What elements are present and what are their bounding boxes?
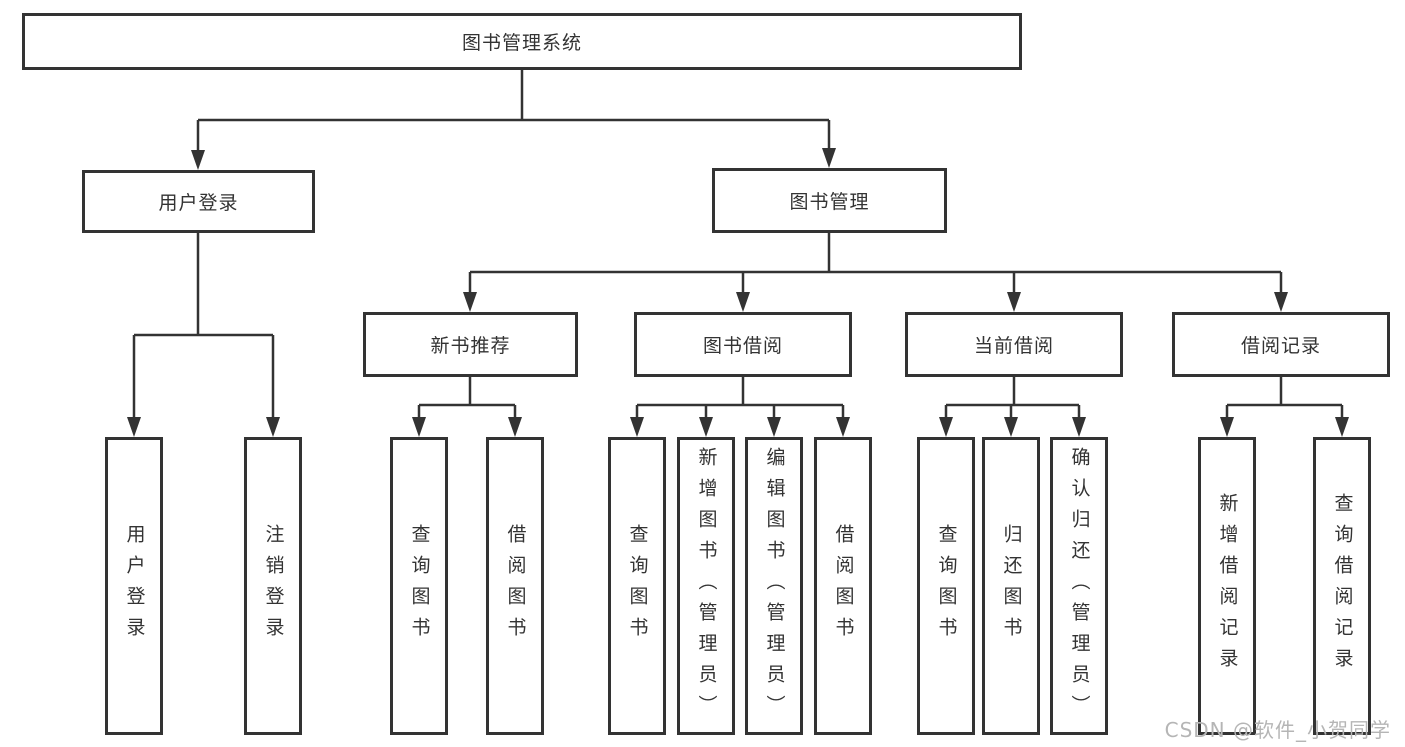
leaf-recommend-borrow-books: 借阅图书 (486, 437, 544, 735)
arrowhead (836, 417, 850, 437)
node-root-label: 图书管理系统 (461, 32, 582, 54)
leaf-return-books: 归还图书 (982, 437, 1040, 735)
leaf-edit-books-admin-label: 编辑图书（管理员） (763, 446, 786, 726)
leaf-user-login-label: 用户登录 (123, 524, 146, 648)
arrowhead (1274, 292, 1288, 312)
node-book-management: 图书管理 (712, 168, 947, 233)
node-book-borrow-label: 图书借阅 (702, 335, 783, 357)
leaf-recommend-query-books-label: 查询图书 (408, 524, 431, 648)
arrowhead (1335, 417, 1349, 437)
leaf-recommend-borrow-books-label: 借阅图书 (504, 524, 527, 648)
node-current-borrow: 当前借阅 (905, 312, 1123, 377)
arrowheads (127, 148, 1349, 437)
connector-path (132, 70, 1344, 419)
node-current-borrow-label: 当前借阅 (973, 335, 1054, 357)
leaf-logout-login-label: 注销登录 (262, 524, 285, 648)
arrowhead (630, 417, 644, 437)
arrowhead (767, 417, 781, 437)
csdn-watermark: CSDN @软件_小贺同学 (1164, 718, 1391, 742)
leaf-borrow-query-books: 查询图书 (608, 437, 666, 735)
leaf-edit-books-admin: 编辑图书（管理员） (745, 437, 803, 735)
leaf-current-query-books-label: 查询图书 (935, 524, 958, 648)
arrowhead (1007, 292, 1021, 312)
node-new-book-recommend: 新书推荐 (363, 312, 578, 377)
arrowhead (699, 417, 713, 437)
leaf-recommend-query-books: 查询图书 (390, 437, 448, 735)
arrowhead (939, 417, 953, 437)
leaf-borrow-books: 借阅图书 (814, 437, 872, 735)
leaf-user-login: 用户登录 (105, 437, 163, 735)
arrowhead (736, 292, 750, 312)
leaf-confirm-return-admin-label: 确认归还（管理员） (1068, 446, 1091, 726)
arrowhead (463, 292, 477, 312)
arrowhead (508, 417, 522, 437)
node-user-login: 用户登录 (82, 170, 315, 233)
leaf-borrow-query-books-label: 查询图书 (626, 524, 649, 648)
leaf-add-borrow-record: 新增借阅记录 (1198, 437, 1256, 735)
leaf-current-query-books: 查询图书 (917, 437, 975, 735)
arrowhead (266, 417, 280, 437)
arrowhead (412, 417, 426, 437)
node-user-login-label: 用户登录 (158, 192, 239, 214)
arrowhead (191, 150, 205, 170)
leaf-add-books-admin-label: 新增图书（管理员） (695, 446, 718, 726)
leaf-query-borrow-record: 查询借阅记录 (1313, 437, 1371, 735)
leaf-borrow-books-label: 借阅图书 (832, 524, 855, 648)
leaf-return-books-label: 归还图书 (1000, 524, 1023, 648)
node-book-management-label: 图书管理 (789, 191, 870, 213)
arrowhead (127, 417, 141, 437)
arrowhead (822, 148, 836, 168)
node-book-borrow: 图书借阅 (634, 312, 852, 377)
leaf-add-borrow-record-label: 新增借阅记录 (1216, 493, 1239, 679)
leaf-query-borrow-record-label: 查询借阅记录 (1331, 493, 1354, 679)
arrowhead (1220, 417, 1234, 437)
node-root: 图书管理系统 (22, 13, 1022, 70)
arrowhead (1072, 417, 1086, 437)
node-new-book-recommend-label: 新书推荐 (430, 335, 511, 357)
leaf-confirm-return-admin: 确认归还（管理员） (1050, 437, 1108, 735)
node-borrow-records: 借阅记录 (1172, 312, 1390, 377)
leaf-logout-login: 注销登录 (244, 437, 302, 735)
node-borrow-records-label: 借阅记录 (1240, 335, 1321, 357)
arrowhead (1004, 417, 1018, 437)
leaf-add-books-admin: 新增图书（管理员） (677, 437, 735, 735)
